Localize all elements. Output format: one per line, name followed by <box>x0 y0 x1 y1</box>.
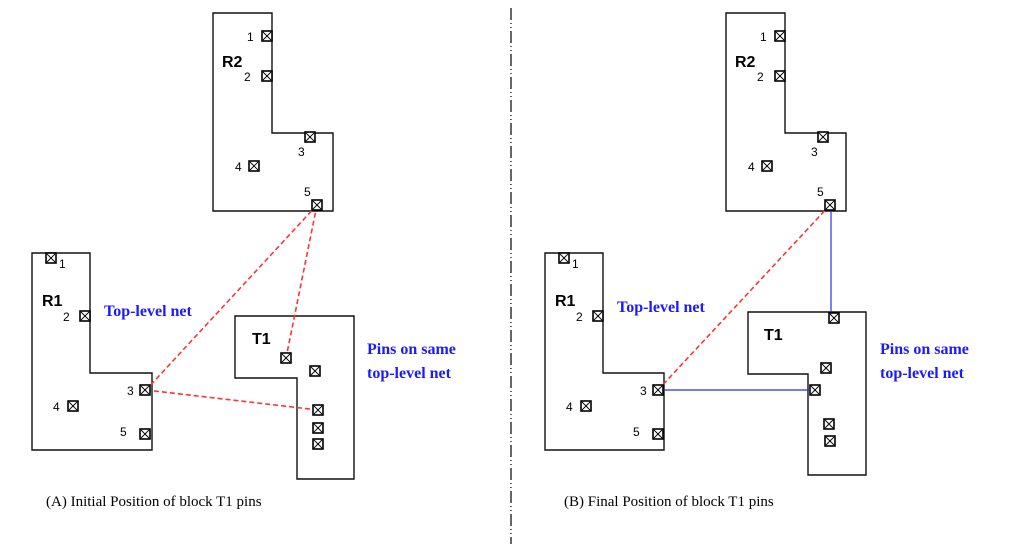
r2-pin-5 <box>824 199 836 211</box>
t1-pin-3 <box>809 384 821 396</box>
r1-pin-4 <box>67 400 79 412</box>
r2-pin-3-label: 3 <box>811 145 818 159</box>
block-r1-label: R1 <box>42 293 63 310</box>
r1-pin-1 <box>558 252 570 264</box>
panel-b: R2 R1 T1 Top-level net Pins on same top-… <box>544 12 969 510</box>
r2-pin-5 <box>311 199 323 211</box>
r1-pin-1-label: 1 <box>572 257 579 271</box>
r2-pin-1-label: 1 <box>247 30 254 44</box>
block-r1-outline <box>31 252 153 451</box>
block-r1: R1 <box>544 252 665 451</box>
r1-pin-2-label: 2 <box>576 310 583 324</box>
block-r2-outline <box>212 12 334 212</box>
r1-pin-2 <box>79 310 91 322</box>
r2-pin-1 <box>261 30 273 42</box>
r2-pin-1 <box>774 30 786 42</box>
t1-pin-5 <box>312 438 324 450</box>
t1-pin-1 <box>280 352 292 364</box>
net-r1p3-t1 <box>145 389 319 411</box>
pins-label-line2: top-level net <box>880 365 965 382</box>
r1-pin-5 <box>139 428 151 440</box>
r2-pin-3 <box>304 131 316 143</box>
block-t1-label: T1 <box>252 331 271 348</box>
r1-pin-4-label: 4 <box>566 400 573 414</box>
net-r2p5-r1p3 <box>657 204 831 391</box>
r2-pin-4 <box>761 160 773 172</box>
t1-pin-3 <box>312 404 324 416</box>
r1-pin-3 <box>652 384 664 396</box>
r2-pin-2 <box>261 70 273 82</box>
r2-pin-3-label: 3 <box>298 145 305 159</box>
block-r2: R2 <box>725 12 847 212</box>
r1-pin-1-label: 1 <box>59 257 66 271</box>
block-t1: T1 <box>234 315 355 480</box>
r2-pin-2 <box>774 70 786 82</box>
r1-pin-3-label: 3 <box>127 384 134 398</box>
caption-a: (A) Initial Position of block T1 pins <box>46 494 262 510</box>
block-r2-label: R2 <box>735 54 756 71</box>
r2-pin-5-label: 5 <box>817 185 824 199</box>
net-label: Top-level net <box>104 303 193 320</box>
pins-label-line1: Pins on same <box>880 341 969 358</box>
r2-pin-4 <box>248 160 260 172</box>
block-r1-outline <box>544 252 665 451</box>
pins-layer: 1 2 3 4 5 1 2 3 4 5 1 2 3 4 5 1 2 3 4 5 <box>45 30 840 450</box>
net-r2p5-t1 <box>285 204 318 359</box>
r1-pin-5-label: 5 <box>120 425 127 439</box>
r2-pin-3 <box>817 131 829 143</box>
r1-pin-1 <box>45 252 57 264</box>
net-label: Top-level net <box>617 299 706 316</box>
r1-pin-5 <box>652 428 664 440</box>
r2-pin-2-label: 2 <box>757 70 764 84</box>
block-r1: R1 <box>31 252 153 451</box>
t1-pin-4 <box>823 418 835 430</box>
r1-pin-2-label: 2 <box>63 310 70 324</box>
r2-pin-4-label: 4 <box>235 160 242 174</box>
net-r2p5-r1p3 <box>145 204 318 391</box>
r2-pin-1-label: 1 <box>760 30 767 44</box>
block-t1-outline <box>234 315 355 480</box>
block-r2-label: R2 <box>222 54 243 71</box>
panel-a: R2 R1 T1 Top-level net Pins on same top-… <box>31 12 456 510</box>
block-r1-label: R1 <box>555 293 576 310</box>
r2-pin-5-label: 5 <box>304 185 311 199</box>
pins-label-line1: Pins on same <box>367 341 456 358</box>
t1-pin-4 <box>312 422 324 434</box>
block-r2: R2 <box>212 12 334 212</box>
r1-pin-4-label: 4 <box>53 400 60 414</box>
block-t1-outline <box>747 311 867 476</box>
t1-pin-2 <box>309 365 321 377</box>
t1-pin-5 <box>824 435 836 447</box>
r1-pin-2 <box>592 310 604 322</box>
r1-pin-3-label: 3 <box>640 384 647 398</box>
t1-pin-1 <box>828 312 840 324</box>
block-t1: T1 <box>747 311 867 476</box>
pins-label-line2: top-level net <box>367 365 452 382</box>
caption-b: (B) Final Position of block T1 pins <box>564 494 774 510</box>
r2-pin-2-label: 2 <box>244 70 251 84</box>
block-r2-outline <box>725 12 847 212</box>
r1-pin-5-label: 5 <box>633 425 640 439</box>
r2-pin-4-label: 4 <box>748 160 755 174</box>
r1-pin-3 <box>139 384 151 396</box>
t1-pin-2 <box>820 362 832 374</box>
block-t1-label: T1 <box>764 327 783 344</box>
r1-pin-4 <box>580 400 592 412</box>
